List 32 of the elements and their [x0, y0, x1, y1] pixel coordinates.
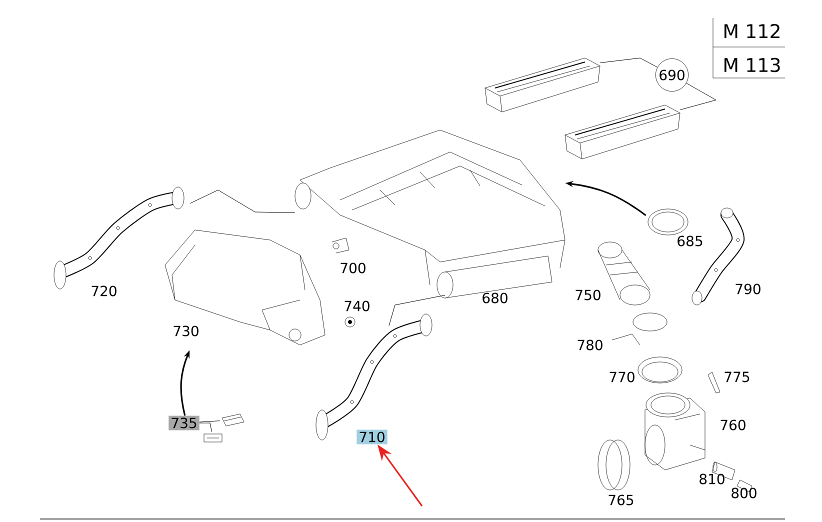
- leader-line: [199, 422, 212, 432]
- callout-number: 790: [736, 284, 760, 294]
- callout-number: 700: [340, 262, 366, 274]
- air-guide-housing-drawing: [164, 230, 326, 346]
- callout-number: 730: [174, 326, 198, 336]
- callout-number: 740: [344, 300, 370, 312]
- callout-number: 760: [720, 420, 746, 430]
- callout-number: 810: [700, 474, 724, 484]
- engine-code: M 112: [724, 24, 780, 38]
- leader-line: [600, 58, 658, 68]
- callout-number: 765: [608, 494, 634, 506]
- callout-number: 720: [92, 286, 116, 296]
- leader-line: [190, 190, 296, 213]
- leader-line: [680, 82, 716, 110]
- clip-drawing: [204, 434, 222, 442]
- callout-number: 780: [578, 340, 602, 350]
- callout-number: 680: [482, 292, 508, 304]
- callout-number: 710: [356, 430, 388, 444]
- sealing-ring-drawing: [648, 208, 688, 236]
- callout-number: 775: [724, 372, 750, 382]
- leader-line: [388, 294, 446, 326]
- callout-number: 770: [610, 372, 634, 382]
- callout-number: 750: [576, 290, 600, 300]
- callout-number: 800: [732, 488, 756, 498]
- callout-number: 735: [168, 416, 200, 430]
- air-filter-drawing: [564, 104, 680, 160]
- intake-hose-drawing: [316, 314, 432, 440]
- air-filter-drawing: [484, 58, 600, 112]
- engine-code: M 113: [724, 58, 780, 72]
- leader-line: [199, 420, 220, 422]
- callout-number: 685: [678, 236, 702, 246]
- clip-drawing: [222, 414, 244, 426]
